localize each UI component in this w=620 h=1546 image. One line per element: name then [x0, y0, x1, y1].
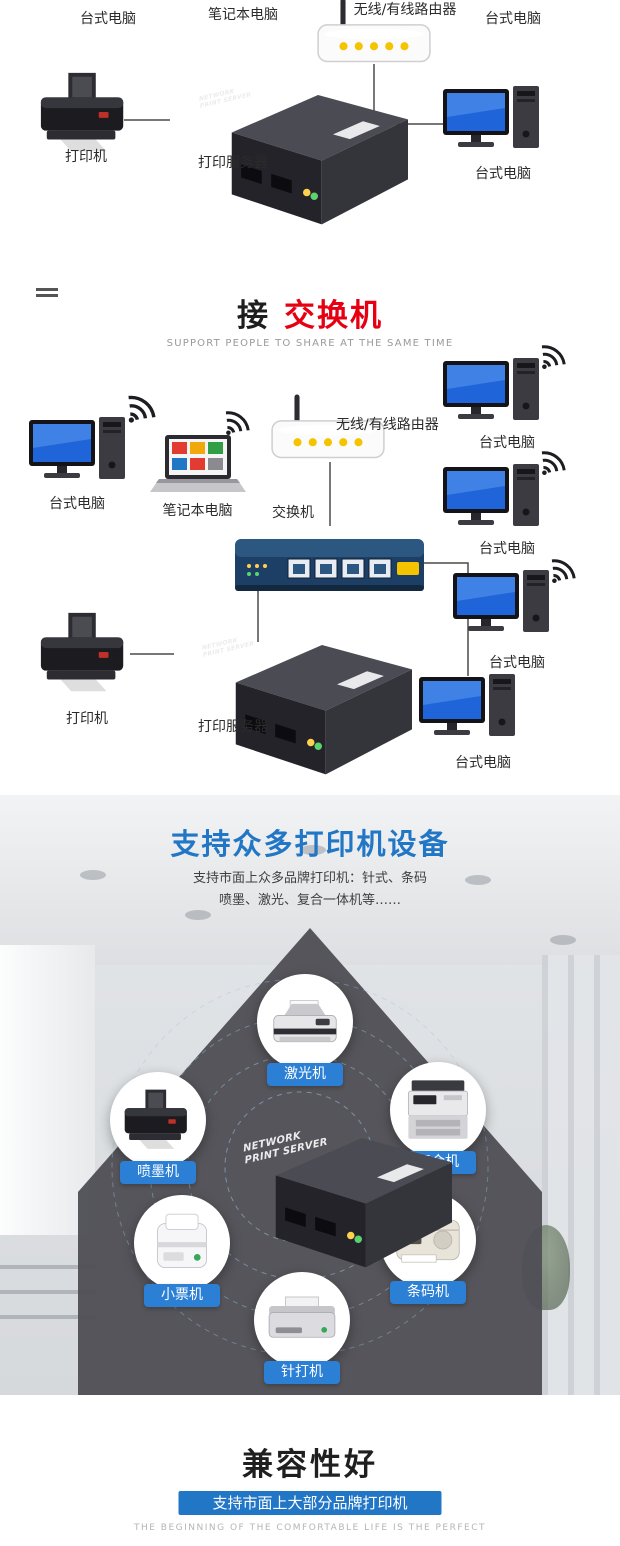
section-switch-subheading: SUPPORT PEOPLE TO SHARE AT THE SAME TIME [166, 338, 454, 349]
ceiling-light [185, 910, 211, 920]
section-printers-heading: 支持众多打印机设备 [170, 827, 450, 861]
section-router-diagram: 台式电脑 笔记本电脑 无线/有线路由器 台式电脑 NETWORK PRINT S… [0, 0, 620, 280]
printer-icon [40, 612, 124, 692]
dot-matrix-printer-label: 针打机 [264, 1361, 340, 1384]
print-server-icon [235, 645, 412, 775]
laptop-icon [150, 435, 246, 492]
ceiling-light [550, 935, 576, 945]
section-printers-subtitle-line1: 支持市面上众多品牌打印机：针式、条码 [192, 871, 427, 886]
ceiling-light [465, 875, 491, 885]
plant [522, 1225, 570, 1310]
inkjet-printer-circle [110, 1072, 206, 1168]
receipt-printer-circle [134, 1195, 230, 1291]
printer-label: 打印机 [65, 149, 107, 165]
printer-icon [40, 72, 124, 152]
print-server-device: NETWORK PRINT SERVER [168, 80, 408, 225]
desktop-label: 台式电脑 [479, 541, 535, 557]
section-compatibility: 兼容性好 支持市面上大部分品牌打印机 THE BEGINNING OF THE … [0, 1395, 620, 1546]
print-server-icon [275, 1138, 452, 1268]
railing-bar [0, 1265, 95, 1269]
laser-printer-circle [257, 974, 353, 1070]
railing-bar [0, 1290, 95, 1294]
decorative-dashes [36, 288, 58, 300]
desktop-computer-icon [443, 358, 539, 420]
desktop-label: 台式电脑 [475, 166, 531, 182]
barcode-printer-label: 条码机 [390, 1281, 466, 1304]
dot-matrix-printer-circle [254, 1272, 350, 1368]
dot-matrix-printer-icon [268, 1296, 336, 1338]
section-switch-diagram: 接交换机 SUPPORT PEOPLE TO SHARE AT THE SAME… [0, 280, 620, 795]
router-label: 无线/有线路由器 [353, 2, 457, 18]
section-switch-heading: 接交换机 [0, 290, 620, 335]
desktop-label: 台式电脑 [80, 11, 136, 27]
printer-label: 打印机 [66, 711, 108, 727]
desktop-label: 台式电脑 [489, 655, 545, 671]
desktop-label: 台式电脑 [455, 755, 511, 771]
print-server-device: NETWORK PRINT SERVER [212, 1123, 452, 1268]
window-right [542, 955, 620, 1395]
laser-printer-icon [273, 1000, 337, 1043]
router-label: 无线/有线路由器 [336, 417, 439, 433]
section-printers-subtitle-line2: 喷墨、激光、复合一体机等…… [218, 893, 401, 908]
compatibility-highlight-bar: 支持市面上大部分品牌打印机 [178, 1491, 442, 1515]
inkjet-printer-icon [124, 1089, 187, 1149]
desktop-label: 台式电脑 [485, 11, 541, 27]
inkjet-printer-label: 喷墨机 [120, 1161, 196, 1184]
switch-label: 交换机 [272, 505, 314, 521]
print-server-device: NETWORK PRINT SERVER [172, 630, 412, 775]
laptop-label: 笔记本电脑 [208, 7, 278, 23]
desktop-computer-icon [443, 86, 539, 148]
print-server-label: 打印服务器 [198, 155, 268, 171]
compatibility-heading: 兼容性好 [242, 1447, 378, 1483]
ceiling-light [80, 870, 106, 880]
network-switch-icon [234, 538, 425, 592]
laser-printer-label: 激光机 [267, 1063, 343, 1086]
desktop-label: 台式电脑 [479, 435, 535, 451]
router-icon [317, 0, 431, 63]
ceiling-light [300, 845, 326, 855]
laptop-label: 笔记本电脑 [162, 503, 233, 519]
receipt-printer-label: 小票机 [144, 1284, 220, 1307]
railing-bar [0, 1315, 95, 1319]
heading-prefix: 接 [237, 298, 270, 334]
window-left [0, 945, 95, 1235]
receipt-printer-icon [156, 1213, 208, 1269]
print-server-label: 打印服务器 [198, 719, 268, 735]
copier-circle [390, 1062, 486, 1158]
desktop-computer-icon [443, 464, 539, 526]
compatibility-caption: THE BEGINNING OF THE COMFORTABLE LIFE IS… [133, 1523, 487, 1533]
desktop-label: 台式电脑 [49, 496, 105, 512]
desktop-computer-icon [29, 417, 125, 479]
section-printer-support: 支持众多打印机设备 支持市面上众多品牌打印机：针式、条码 喷墨、激光、复合一体机… [0, 795, 620, 1395]
heading-highlight: 交换机 [284, 298, 383, 334]
